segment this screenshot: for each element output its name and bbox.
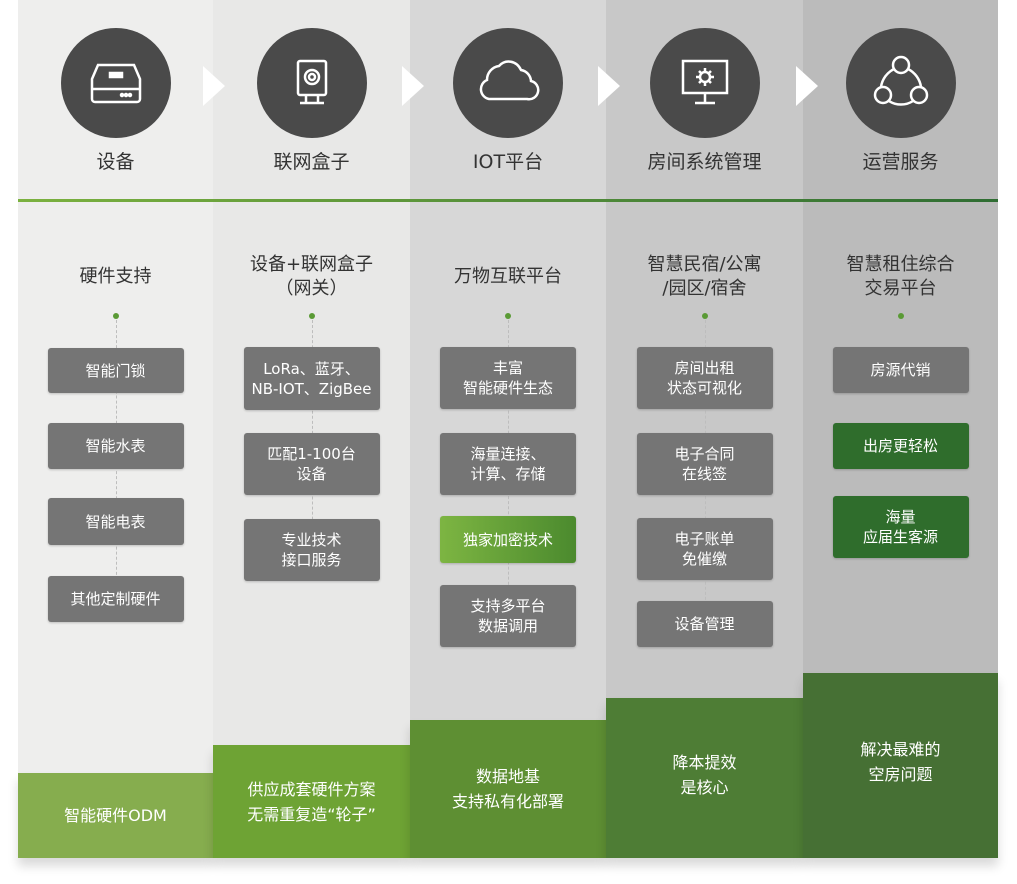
network-icon	[845, 28, 956, 138]
item-box: 房间出租 状态可视化	[636, 347, 773, 409]
monitor-gear-icon	[649, 28, 760, 138]
column-iot: IOT平台 万物互联平台 丰富 智能硬件生态 海量连接、 计算、存储 独家加密技…	[410, 0, 606, 858]
arrow-right-icon	[203, 66, 225, 106]
item-box: 其他定制硬件	[47, 576, 184, 622]
column-gateway: 联网盒子 设备+联网盒子 （网关） LoRa、蓝牙、 NB-IOT、ZigBee…	[213, 0, 410, 858]
item-box: 支持多平台 数据调用	[440, 585, 576, 647]
item-box: 匹配1-100台 设备	[243, 433, 380, 495]
gateway-box-icon	[256, 28, 367, 138]
summary-block: 智能硬件ODM	[18, 773, 213, 858]
column-heading: 智慧民宿/公寓 /园区/宿舍	[647, 254, 762, 299]
item-box: 专业技术 接口服务	[243, 519, 380, 581]
stage-label: 房间系统管理	[647, 151, 762, 173]
item-box-highlight: 独家加密技术	[440, 516, 576, 563]
column-room-management: 房间系统管理 智慧民宿/公寓 /园区/宿舍 房间出租 状态可视化 电子合同 在线…	[606, 0, 803, 858]
column-heading: 智慧租住综合 交易平台	[846, 254, 955, 299]
column-heading: 设备+联网盒子 （网关）	[249, 254, 374, 299]
arrow-right-icon	[796, 66, 818, 106]
item-box-highlight: 海量 应届生客源	[832, 496, 969, 558]
item-box: 电子账单 免催缴	[636, 518, 773, 580]
dot	[897, 313, 904, 319]
stage-label: 设备	[96, 151, 135, 173]
item-box: 房源代销	[832, 347, 969, 393]
column-heading: 万物互联平台	[454, 266, 562, 287]
stage-label: 联网盒子	[273, 151, 350, 173]
summary-block: 数据地基 支持私有化部署	[410, 720, 606, 858]
column-device: 设备 硬件支持 智能门锁 智能水表 智能电表 其他定制硬件 智能硬件ODM	[18, 0, 213, 858]
item-box: 丰富 智能硬件生态	[440, 347, 576, 409]
summary-block: 解决最难的 空房问题	[803, 673, 998, 858]
dot	[308, 313, 315, 319]
summary-block: 降本提效 是核心	[606, 698, 803, 858]
item-box: 设备管理	[636, 601, 773, 647]
item-box: 智能门锁	[47, 348, 184, 393]
arrow-right-icon	[402, 66, 424, 106]
item-box: LoRa、蓝牙、 NB-IOT、ZigBee	[243, 347, 380, 410]
item-box-highlight: 出房更轻松	[832, 423, 969, 469]
item-box: 电子合同 在线签	[636, 433, 773, 495]
cloud-icon	[453, 28, 563, 138]
column-operation: 运营服务 智慧租住综合 交易平台 解决最难的 空房问题 房源代销 出房更轻松 海…	[803, 0, 998, 858]
item-box: 海量连接、 计算、存储	[440, 433, 576, 495]
dot	[505, 313, 511, 319]
item-box: 智能电表	[47, 498, 184, 545]
divider-line	[18, 199, 998, 202]
summary-block: 供应成套硬件方案 无需重复造“轮子”	[213, 745, 410, 858]
item-box: 智能水表	[47, 423, 184, 469]
device-icon	[60, 28, 171, 138]
stage-label: 运营服务	[862, 151, 939, 173]
dot	[701, 313, 708, 319]
arrow-right-icon	[598, 66, 620, 106]
dot	[112, 313, 119, 319]
column-heading: 硬件支持	[79, 266, 152, 287]
stage-label: IOT平台	[472, 151, 544, 173]
